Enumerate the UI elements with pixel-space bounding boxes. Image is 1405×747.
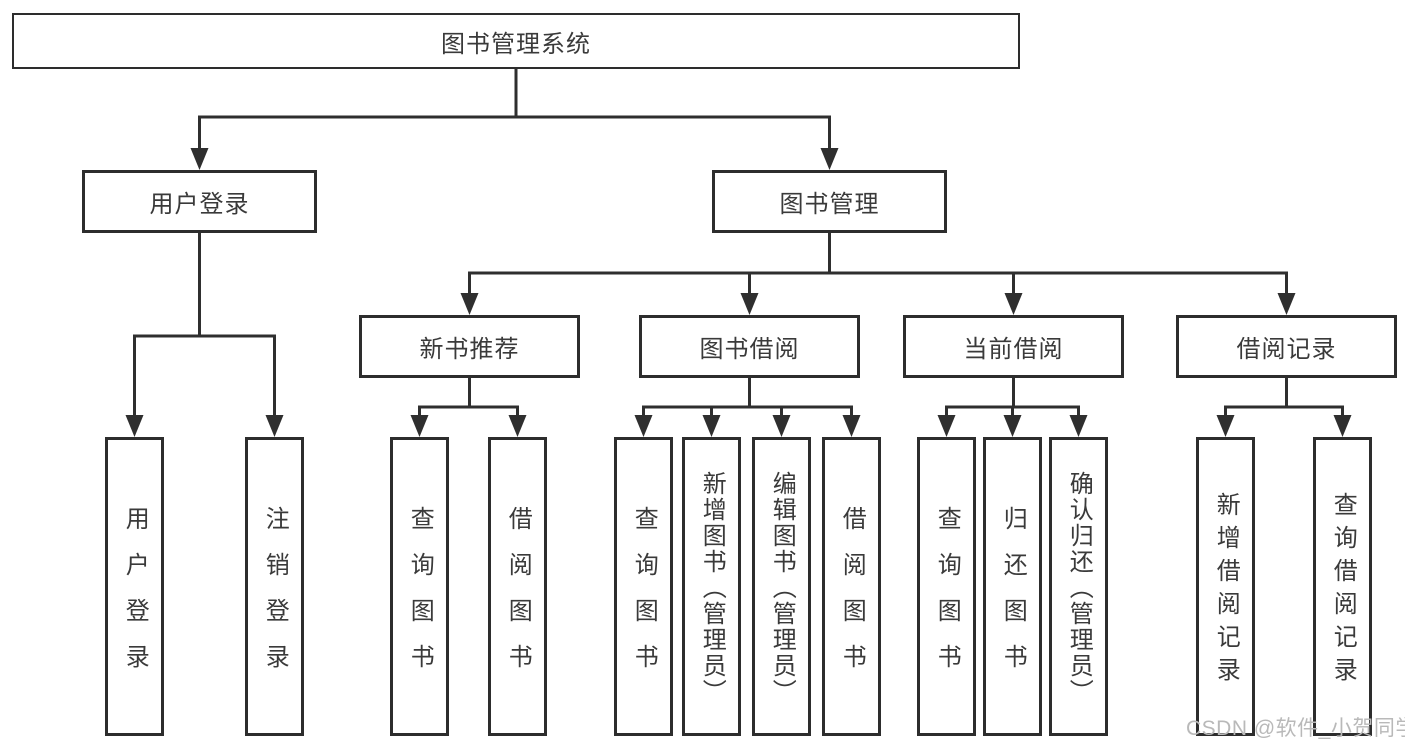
connector-user-login-to-leaves	[133, 232, 276, 419]
leaf-current-query-label: 查询图书	[933, 505, 961, 690]
leaf-bookborrow-query-label: 查询图书	[630, 505, 658, 690]
leaf-logout-label: 注销登录	[261, 505, 289, 690]
leaf-current-confirm: 确认归还（管理员）	[1049, 437, 1108, 736]
leaf-bookborrow-add-label: 新增图书（管理员）	[698, 470, 726, 705]
leaf-bookborrow-edit: 编辑图书（管理员）	[752, 437, 811, 736]
node-book-borrow-label: 图书借阅	[699, 336, 800, 363]
leaf-records-add-label: 新增借阅记录	[1212, 492, 1240, 690]
arrowheads	[125, 148, 1352, 437]
leaf-current-return-label: 归还图书	[999, 505, 1027, 690]
leaf-user-login-label: 用户登录	[121, 505, 149, 690]
leaf-records-add: 新增借阅记录	[1196, 437, 1255, 736]
leaf-current-query: 查询图书	[917, 437, 976, 736]
leaf-records-query: 查询借阅记录	[1313, 437, 1372, 736]
leaf-user-login: 用户登录	[105, 437, 164, 736]
leaf-bookborrow-add: 新增图书（管理员）	[682, 437, 741, 736]
node-current-borrow-label: 当前借阅	[963, 336, 1064, 363]
connector-new-books-to-leaves	[418, 377, 519, 419]
leaf-bookborrow-borrow-label: 借阅图书	[838, 505, 866, 690]
node-new-books: 新书推荐	[359, 315, 580, 378]
leaf-newbooks-query: 查询图书	[390, 437, 449, 736]
connector-root-to-level1	[198, 68, 831, 152]
node-borrow-records: 借阅记录	[1176, 315, 1397, 378]
leaf-newbooks-borrow: 借阅图书	[488, 437, 547, 736]
node-book-mgmt-label: 图书管理	[779, 191, 880, 218]
leaf-newbooks-borrow-label: 借阅图书	[504, 505, 532, 690]
node-book-mgmt: 图书管理	[712, 170, 947, 233]
connector-book-borrow-to-leaves	[642, 377, 853, 419]
leaf-records-query-label: 查询借阅记录	[1329, 492, 1357, 690]
leaf-newbooks-query-label: 查询图书	[406, 505, 434, 690]
node-book-borrow: 图书借阅	[639, 315, 860, 378]
node-borrow-records-label: 借阅记录	[1236, 336, 1337, 363]
connector-current-borrow-to-leaves	[945, 377, 1080, 419]
connector-book-mgmt-to-level2	[468, 232, 1288, 297]
leaf-bookborrow-borrow: 借阅图书	[822, 437, 881, 736]
watermark: CSDN @软件_小贺同学	[1186, 717, 1405, 740]
node-root-label: 图书管理系统	[441, 30, 591, 58]
leaf-bookborrow-edit-label: 编辑图书（管理员）	[768, 470, 796, 705]
connector-borrow-records-to-leaves	[1224, 377, 1344, 419]
leaf-bookborrow-query: 查询图书	[614, 437, 673, 736]
node-current-borrow: 当前借阅	[903, 315, 1124, 378]
node-user-login-label: 用户登录	[149, 191, 250, 218]
leaf-logout: 注销登录	[245, 437, 304, 736]
leaf-current-confirm-label: 确认归还（管理员）	[1065, 470, 1093, 705]
node-new-books-label: 新书推荐	[419, 336, 520, 363]
node-root: 图书管理系统	[12, 13, 1020, 69]
node-user-login: 用户登录	[82, 170, 317, 233]
leaf-current-return: 归还图书	[983, 437, 1042, 736]
